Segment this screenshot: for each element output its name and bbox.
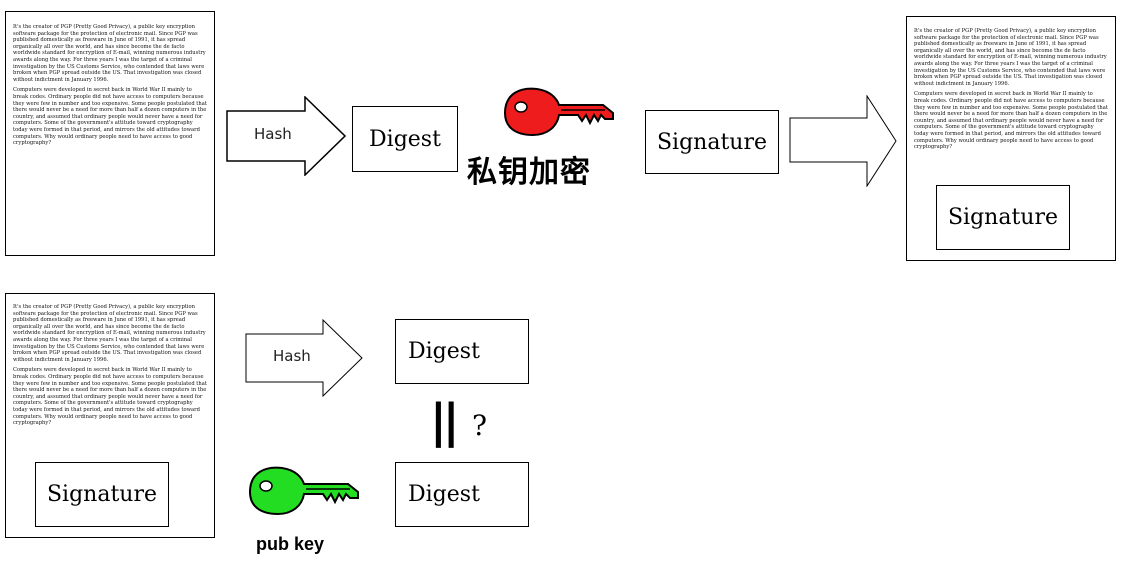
private-key-shape	[503, 87, 614, 137]
document-paragraph-2: Computers were developed in secret back …	[13, 87, 207, 147]
hash-arrow-top-shape	[226, 96, 346, 176]
hash-label-bottom: Hash	[273, 347, 311, 365]
signed-document-signature-label: Signature	[947, 205, 1059, 230]
signature-box-top: Signature	[645, 110, 779, 174]
original-document: It's the creator of PGP (Pretty Good Pri…	[5, 11, 215, 256]
signature-label-top: Signature	[656, 129, 768, 155]
received-document-signature-box: Signature	[35, 462, 169, 527]
received-document-paragraph-1: It's the creator of PGP (Pretty Good Pri…	[13, 304, 206, 363]
compare-question-mark: ?	[472, 409, 488, 442]
received-document-signature-label: Signature	[46, 482, 158, 507]
digest-box-bottom-1: Digest	[395, 319, 529, 384]
digest-label-bottom-2: Digest	[408, 482, 480, 507]
output-arrow	[789, 95, 897, 187]
compare-symbol: ||	[430, 394, 460, 448]
private-key-icon	[501, 85, 621, 149]
signed-document-paragraph-1: It's the creator of PGP (Pretty Good Pri…	[914, 28, 1107, 87]
digest-box-bottom-2: Digest	[395, 462, 529, 527]
hash-arrow-bottom: Hash	[245, 319, 363, 397]
digest-label-top: Digest	[369, 126, 441, 152]
private-key-caption: 私钥加密	[467, 155, 591, 190]
output-arrow-shape	[789, 95, 897, 187]
hash-arrow-top: Hash	[226, 96, 346, 176]
signed-document-paragraph-2: Computers were developed in secret back …	[914, 91, 1108, 151]
received-document-paragraph-2: Computers were developed in secret back …	[13, 367, 207, 427]
public-key-icon	[246, 464, 366, 528]
signed-document-signature-box: Signature	[936, 185, 1070, 250]
public-key-caption: pub key	[256, 534, 325, 554]
public-key-shape	[248, 466, 359, 516]
hash-label-top: Hash	[254, 125, 292, 143]
hash-arrow-bottom-shape	[245, 319, 363, 397]
digest-box-top: Digest	[352, 106, 458, 172]
digest-label-bottom-1: Digest	[408, 339, 480, 364]
document-paragraph-1: It's the creator of PGP (Pretty Good Pri…	[13, 24, 206, 83]
